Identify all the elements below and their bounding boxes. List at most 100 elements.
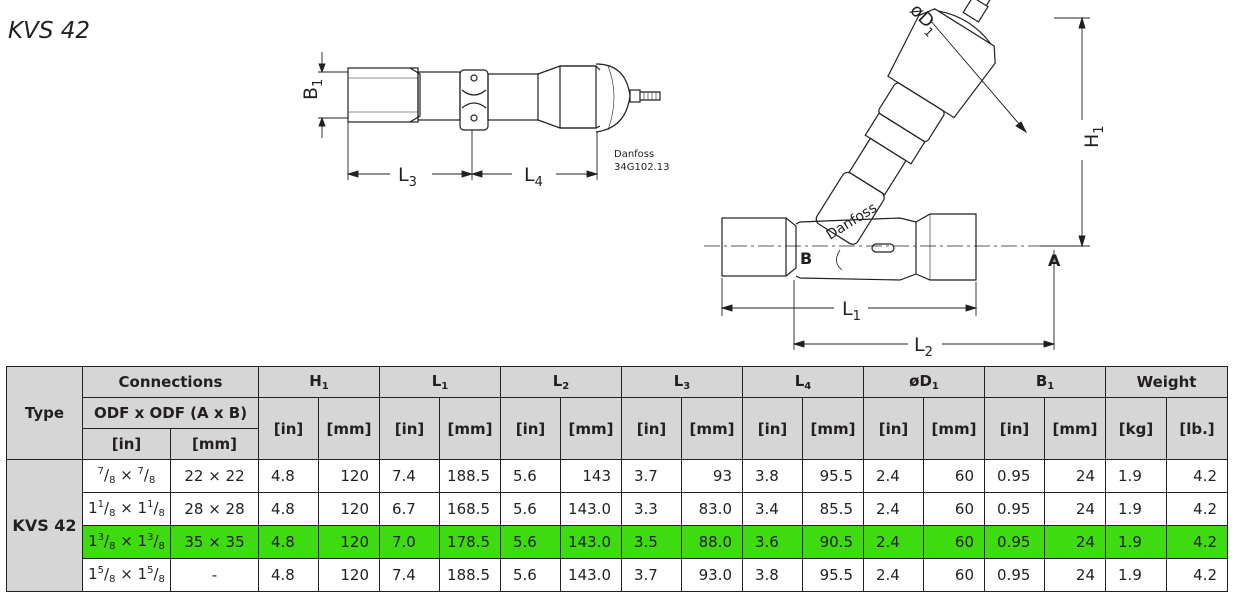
port-label-a: A <box>1048 251 1061 270</box>
header-unit-mm: [mm] <box>439 397 501 460</box>
value-cell: 3.8 <box>742 558 803 592</box>
header-l2: L2 <box>500 366 622 398</box>
value-cell: 2.4 <box>863 492 924 526</box>
value-cell: 2.4 <box>863 525 924 559</box>
value-cell: 1.9 <box>1105 492 1168 526</box>
value-cell: 5.6 <box>500 525 561 559</box>
value-cell: 0.95 <box>984 459 1046 493</box>
header-unit-lb: [lb.] <box>1166 397 1229 460</box>
value-cell: 143.0 <box>560 525 622 559</box>
dimension-label-l3: L3 <box>398 164 417 190</box>
value-cell: 4.2 <box>1166 459 1229 493</box>
header-unit-mm: [mm] <box>922 397 986 460</box>
connection-in-cell: 7/8 × 7/8 <box>82 459 171 493</box>
header-unit-in: [in] <box>742 397 803 460</box>
connection-in-cell: 13/8 × 13/8 <box>82 525 171 559</box>
port-label-b: B <box>800 249 812 268</box>
header-unit-in: [in] <box>379 397 440 460</box>
value-cell: 3.7 <box>621 459 682 493</box>
dimension-label-l2: L2 <box>914 334 933 360</box>
value-cell: 4.8 <box>258 492 319 526</box>
value-cell: 3.7 <box>621 558 682 592</box>
side-view-drawing <box>347 63 661 133</box>
header-h1: H1 <box>258 366 380 398</box>
value-cell: 60 <box>922 459 986 493</box>
header-row-3: [in] [mm] <box>7 428 1228 460</box>
value-cell: 60 <box>922 525 986 559</box>
value-cell: 188.5 <box>439 558 501 592</box>
brand-text-front: Danfoss <box>824 200 880 243</box>
header-unit-mm: [mm] <box>1044 397 1107 460</box>
specification-table: Type Connections H1 L1 L2 L3 L4 øD1 B1 W… <box>6 366 1229 592</box>
connection-in-cell: 11/8 × 11/8 <box>82 492 171 526</box>
value-cell: 5.6 <box>500 558 561 592</box>
value-cell: 6.7 <box>379 492 440 526</box>
header-unit-in: [in] <box>863 397 924 460</box>
value-cell: 1.9 <box>1105 558 1168 592</box>
header-type: Type <box>6 366 83 460</box>
value-cell: 5.6 <box>500 459 561 493</box>
value-cell: 85.5 <box>802 492 864 526</box>
value-cell: 90.5 <box>802 525 864 559</box>
header-unit-in: [in] <box>500 397 561 460</box>
dimension-label-l1: L1 <box>842 298 861 324</box>
value-cell: 4.2 <box>1166 525 1229 559</box>
value-cell: 24 <box>1044 492 1107 526</box>
value-cell: 188.5 <box>439 459 501 493</box>
value-cell: 143.0 <box>560 492 622 526</box>
header-unit-mm: [mm] <box>681 397 743 460</box>
value-cell: 3.4 <box>742 492 803 526</box>
value-cell: 7.0 <box>379 525 440 559</box>
front-view-drawing <box>704 0 1060 281</box>
value-cell: 0.95 <box>984 525 1046 559</box>
value-cell: 7.4 <box>379 459 440 493</box>
value-cell: 24 <box>1044 459 1107 493</box>
valve-technical-drawing: B1 L3 L4 Danfoss 34G102.13 <box>300 0 1107 360</box>
value-cell: 120 <box>318 492 380 526</box>
header-connections: Connections <box>82 366 259 398</box>
value-cell: 83.0 <box>681 492 743 526</box>
brand-text-side: Danfoss <box>614 149 654 160</box>
value-cell: 93.0 <box>681 558 743 592</box>
value-cell: 143 <box>560 459 622 493</box>
header-conn-in: [in] <box>82 428 171 460</box>
connection-mm-cell: 28 × 28 <box>170 492 259 526</box>
connection-mm-cell: - <box>170 558 259 592</box>
connection-in-cell: 15/8 × 15/8 <box>82 558 171 592</box>
connection-mm-cell: 22 × 22 <box>170 459 259 493</box>
value-cell: 24 <box>1044 525 1107 559</box>
header-weight: Weight <box>1105 366 1229 398</box>
value-cell: 1.9 <box>1105 525 1168 559</box>
value-cell: 0.95 <box>984 492 1046 526</box>
value-cell: 3.3 <box>621 492 682 526</box>
value-cell: 93 <box>681 459 743 493</box>
front-view-dimensions <box>720 16 1090 350</box>
value-cell: 3.6 <box>742 525 803 559</box>
side-view-dimensions <box>318 52 599 180</box>
header-row-2: ODF x ODF (A x B) [in] [mm] [in] [mm] [i… <box>7 397 1229 460</box>
value-cell: 120 <box>318 525 380 559</box>
header-l4: L4 <box>742 366 864 398</box>
value-cell: 24 <box>1044 558 1107 592</box>
value-cell: 178.5 <box>439 525 501 559</box>
connection-mm-cell: 35 × 35 <box>170 525 259 559</box>
header-unit-in: [in] <box>984 397 1046 460</box>
value-cell: 4.2 <box>1166 558 1229 592</box>
value-cell: 120 <box>318 558 380 592</box>
header-row-1: Type Connections H1 L1 L2 L3 L4 øD1 B1 W… <box>6 366 1229 460</box>
value-cell: 4.8 <box>258 525 319 559</box>
header-unit-mm: [mm] <box>560 397 622 460</box>
value-cell: 0.95 <box>984 558 1046 592</box>
type-cell: KVS 42 <box>6 459 83 592</box>
value-cell: 4.8 <box>258 459 319 493</box>
header-odf: ODF x ODF (A x B) <box>82 397 259 429</box>
part-number-text: 34G102.13 <box>614 162 669 173</box>
header-unit-mm: [mm] <box>318 397 380 460</box>
value-cell: 2.4 <box>863 558 924 592</box>
value-cell: 2.4 <box>863 459 924 493</box>
value-cell: 120 <box>318 459 380 493</box>
value-cell: 95.5 <box>802 459 864 493</box>
